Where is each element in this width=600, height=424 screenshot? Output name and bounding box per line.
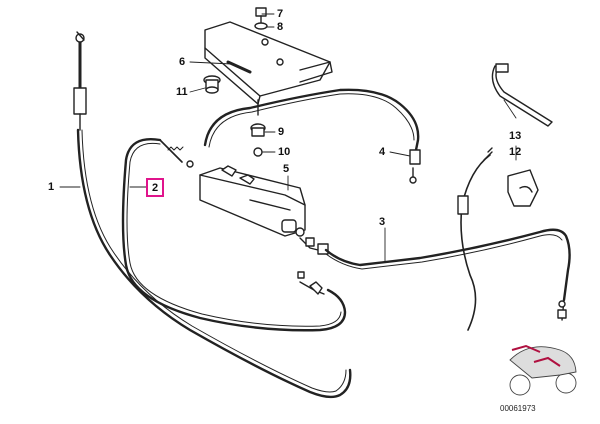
callout-10: 10 bbox=[278, 146, 291, 158]
callout-3: 3 bbox=[379, 216, 386, 228]
callout-12: 12 bbox=[509, 146, 522, 158]
callout-4: 4 bbox=[379, 146, 386, 158]
housing-5 bbox=[199, 165, 306, 237]
callout-9: 9 bbox=[278, 126, 285, 138]
cable-3 bbox=[324, 147, 571, 331]
bushing-9 bbox=[250, 123, 266, 137]
cable-1 bbox=[73, 31, 352, 399]
callout-1: 1 bbox=[48, 181, 55, 193]
callout-5: 5 bbox=[283, 163, 290, 175]
callout-6: 6 bbox=[179, 56, 186, 68]
cable-4 bbox=[203, 88, 421, 184]
part-code: 00061973 bbox=[500, 404, 536, 413]
grommet-11 bbox=[203, 75, 221, 94]
washer-8 bbox=[254, 22, 268, 30]
cable-2 bbox=[121, 138, 347, 332]
callout-13: 13 bbox=[509, 130, 522, 142]
callout-8: 8 bbox=[277, 21, 284, 33]
clip-12 bbox=[507, 169, 539, 207]
callout-11: 11 bbox=[176, 86, 188, 98]
mount-plate-6 bbox=[204, 21, 333, 116]
cable-tie-13 bbox=[491, 63, 553, 127]
callout-2: 2 bbox=[146, 178, 165, 197]
callout-7: 7 bbox=[277, 8, 284, 20]
inset-motorcycle-sketch bbox=[509, 344, 577, 396]
nut-10 bbox=[253, 147, 263, 157]
